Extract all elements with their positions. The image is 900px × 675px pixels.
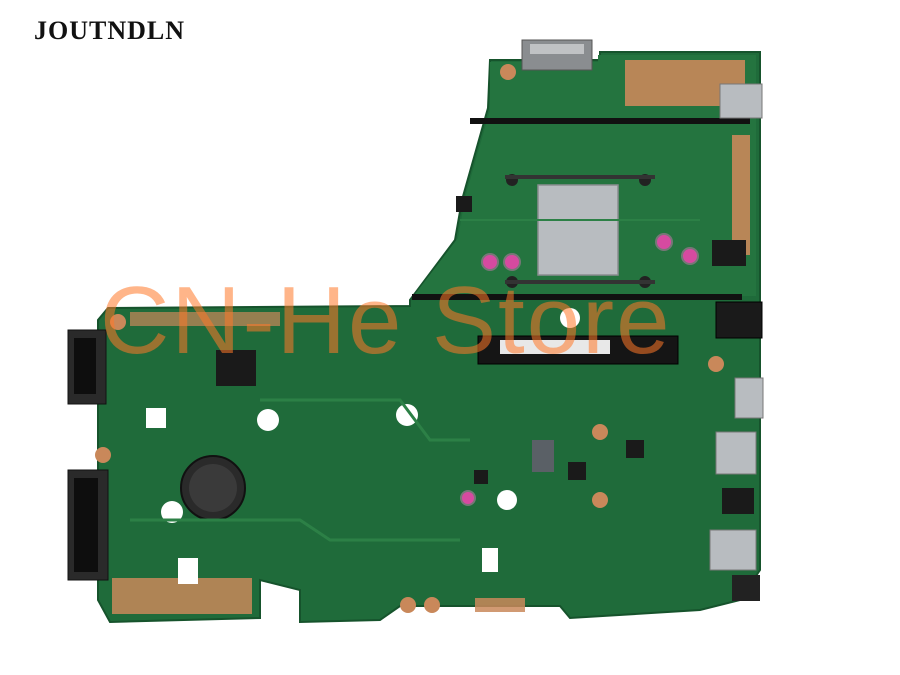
screw-pad bbox=[592, 424, 608, 440]
heatsink-bar bbox=[412, 294, 742, 300]
hdmi-port bbox=[734, 377, 764, 419]
mount-hole bbox=[497, 490, 517, 510]
capacitor bbox=[460, 490, 476, 506]
screw-pad bbox=[424, 597, 440, 613]
screw-pad bbox=[400, 597, 416, 613]
cutout bbox=[482, 548, 498, 572]
chip bbox=[474, 470, 488, 484]
cpu-shield bbox=[537, 184, 619, 276]
chip bbox=[568, 462, 586, 480]
mount-hole bbox=[161, 501, 183, 523]
screw-pad bbox=[95, 447, 111, 463]
screw-pad bbox=[708, 356, 724, 372]
mount-hole bbox=[257, 409, 279, 431]
chip bbox=[532, 440, 554, 472]
brand-title: JOUTNDLN bbox=[34, 16, 186, 45]
capacitor bbox=[681, 247, 699, 265]
copper-pad bbox=[130, 312, 280, 326]
chip bbox=[216, 350, 256, 386]
capacitor bbox=[655, 233, 673, 251]
capacitor bbox=[503, 253, 521, 271]
usb-port bbox=[709, 529, 757, 571]
copper-pad bbox=[475, 598, 525, 612]
capacitor bbox=[481, 253, 499, 271]
mount-hole bbox=[396, 404, 418, 426]
chip bbox=[626, 440, 644, 458]
usb-port bbox=[715, 431, 757, 475]
chip bbox=[456, 196, 472, 212]
ethernet-port bbox=[719, 83, 763, 119]
usb-port bbox=[722, 488, 754, 514]
cutout bbox=[146, 408, 166, 428]
headphone-jack bbox=[732, 575, 760, 601]
mount-hole bbox=[560, 308, 580, 328]
screw-pad bbox=[500, 64, 516, 80]
heatsink-bar bbox=[470, 118, 750, 124]
copper-pad bbox=[732, 135, 750, 255]
audio-port bbox=[715, 301, 763, 339]
screw-pad bbox=[110, 314, 126, 330]
cutout bbox=[178, 558, 198, 584]
chip bbox=[712, 240, 746, 266]
screw-pad bbox=[592, 492, 608, 508]
